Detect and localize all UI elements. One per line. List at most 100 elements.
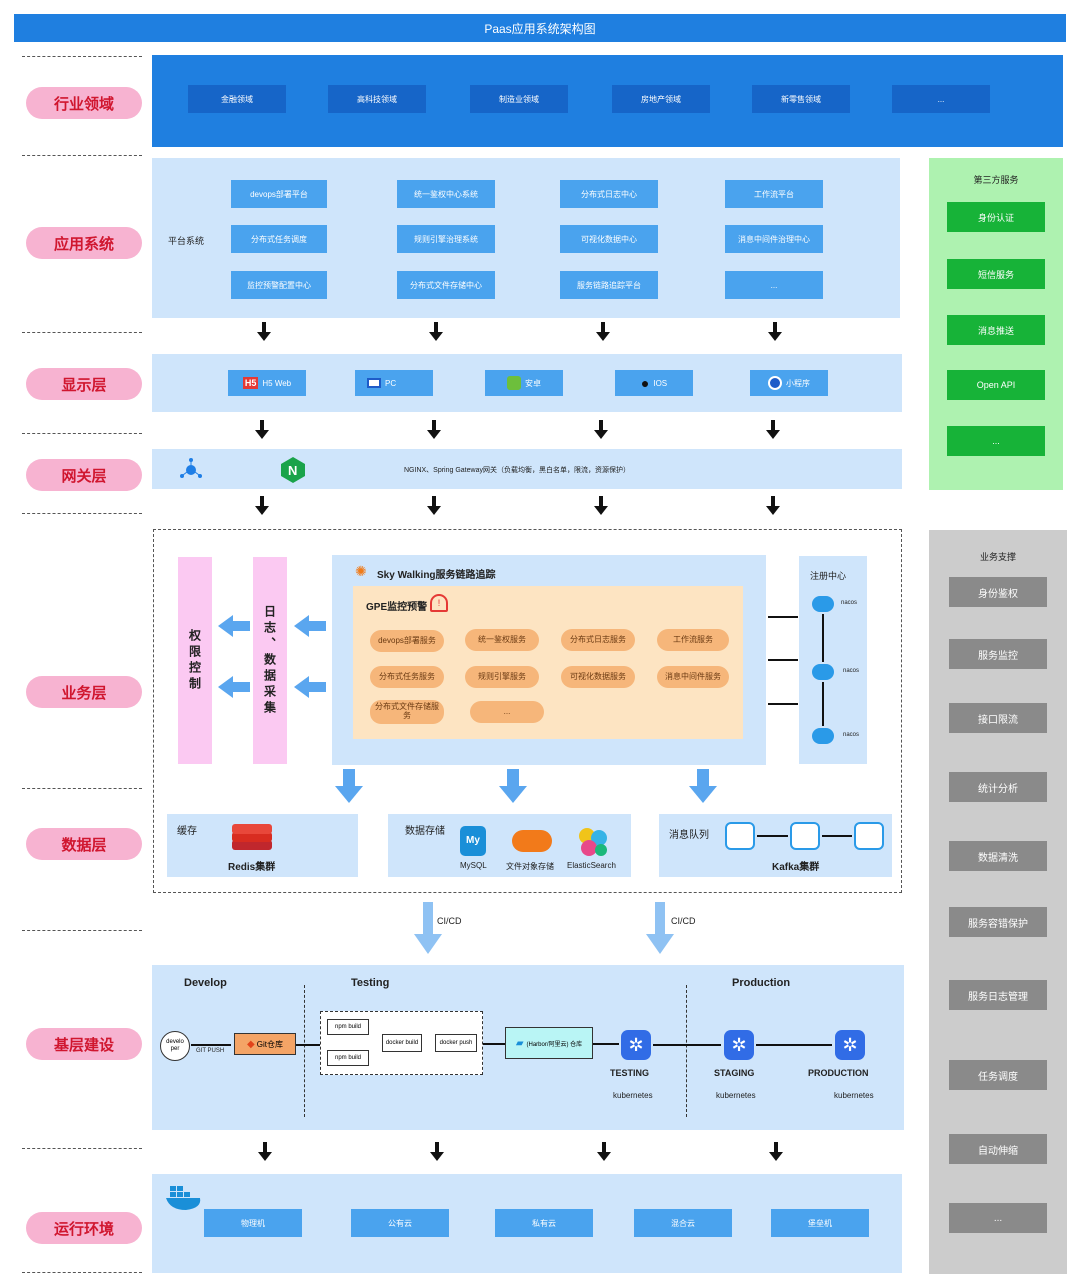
nginx-icon: N	[280, 456, 306, 484]
support-item[interactable]: 服务日志管理	[949, 980, 1047, 1010]
industry-item[interactable]: ...	[892, 85, 990, 113]
support-item[interactable]: 服务监控	[949, 639, 1047, 669]
arrow-down-icon	[766, 496, 780, 516]
app-item[interactable]: 分布式文件存储中心	[397, 271, 495, 299]
app-item[interactable]: 可视化数据中心	[560, 225, 658, 253]
industry-item[interactable]: 新零售领域	[752, 85, 850, 113]
kubernetes-icon: ✲	[621, 1030, 651, 1060]
support-item[interactable]: ...	[949, 1203, 1047, 1233]
support-item[interactable]: 身份鉴权	[949, 577, 1047, 607]
service-pill[interactable]: 统一鉴权服务	[465, 629, 539, 651]
separator	[22, 433, 142, 434]
arrow-down-icon	[255, 496, 269, 516]
third-party-item[interactable]: 短信服务	[947, 259, 1045, 289]
connector-line	[593, 1043, 619, 1045]
separator	[22, 930, 142, 931]
display-item-pc[interactable]: PC	[355, 370, 433, 396]
industry-item[interactable]: 制造业领域	[470, 85, 568, 113]
oss-cloud-icon	[512, 830, 552, 852]
industry-item[interactable]: 金融领域	[188, 85, 286, 113]
runtime-item[interactable]: 堡垒机	[771, 1209, 869, 1237]
runtime-item[interactable]: 私有云	[495, 1209, 593, 1237]
cicd-arrow-icon	[414, 902, 442, 954]
support-item[interactable]: 接口限流	[949, 703, 1047, 733]
support-item[interactable]: 自动伸缩	[949, 1134, 1047, 1164]
runtime-item[interactable]: 公有云	[351, 1209, 449, 1237]
service-pill[interactable]: 工作流服务	[657, 629, 729, 651]
industry-item[interactable]: 高科技领域	[328, 85, 426, 113]
arrow-down-icon	[257, 322, 271, 342]
pc-icon	[367, 378, 381, 388]
auth-control: 权限控制	[178, 557, 212, 764]
app-item[interactable]: 统一鉴权中心系统	[397, 180, 495, 208]
apple-icon: ●	[640, 375, 650, 391]
app-item[interactable]: 分布式日志中心	[560, 180, 658, 208]
display-item-android[interactable]: 安卓	[485, 370, 563, 396]
separator	[22, 155, 142, 156]
gateway-text: NGINX、Spring Gateway网关（负载均衡，黑白名单，限流，资源保护…	[404, 467, 630, 474]
service-pill[interactable]: 分布式文件存储服务	[370, 700, 444, 724]
business-data-container	[153, 529, 902, 893]
connector-line	[296, 1044, 320, 1046]
testing-title: Testing	[351, 977, 390, 989]
runtime-item[interactable]: 混合云	[634, 1209, 732, 1237]
display-item-h5[interactable]: H5 H5 Web	[228, 370, 306, 396]
connector-line	[191, 1044, 231, 1046]
service-pill[interactable]: 消息中间件服务	[657, 666, 729, 688]
app-item[interactable]: 分布式任务调度	[231, 225, 327, 253]
arrow-left-icon	[218, 676, 250, 698]
es-label: ElasticSearch	[567, 861, 616, 870]
mq-panel	[659, 814, 892, 877]
third-party-item[interactable]: 消息推送	[947, 315, 1045, 345]
display-item-ios[interactable]: ● IOS	[615, 370, 693, 396]
runtime-item[interactable]: 物理机	[204, 1209, 302, 1237]
layer-label-industry: 行业领域	[26, 87, 142, 119]
kafka-node-icon	[725, 822, 755, 850]
app-item[interactable]: devops部署平台	[231, 180, 327, 208]
third-party-item[interactable]: Open API	[947, 370, 1045, 400]
industry-item[interactable]: 房地产领域	[612, 85, 710, 113]
service-pill[interactable]: 分布式任务服务	[370, 666, 444, 688]
harbor-registry-node[interactable]: ▰ (Harbor/阿里云) 仓库	[505, 1027, 593, 1059]
service-pill[interactable]: ...	[470, 701, 544, 723]
separator	[22, 513, 142, 514]
nacos-label: nacos	[843, 668, 860, 674]
log-collection: 日志、数据采集	[253, 557, 287, 764]
app-item[interactable]: ...	[725, 271, 823, 299]
arrow-down-icon	[596, 322, 610, 342]
nacos-icon	[812, 664, 834, 680]
service-pill[interactable]: devops部署服务	[370, 630, 444, 652]
third-party-item[interactable]: ...	[947, 426, 1045, 456]
k8s-label: kubernetes	[834, 1091, 874, 1100]
git-repo-node[interactable]: ◆ Git仓库	[234, 1033, 296, 1055]
support-item[interactable]: 统计分析	[949, 772, 1047, 802]
display-item-miniprogram[interactable]: 小程序	[750, 370, 828, 396]
docker-whale-icon	[164, 1182, 204, 1212]
support-item[interactable]: 服务容错保护	[949, 907, 1047, 937]
arrow-down-icon	[768, 322, 782, 342]
support-item[interactable]: 数据清洗	[949, 841, 1047, 871]
app-item[interactable]: 规则引擎治理系统	[397, 225, 495, 253]
service-pill[interactable]: 规则引擎服务	[465, 666, 539, 688]
nacos-label: nacos	[841, 600, 858, 606]
kafka-node-icon	[790, 822, 820, 850]
app-item[interactable]: 服务链路追踪平台	[560, 271, 658, 299]
platform-label: 平台系统	[168, 236, 205, 246]
nacos-label: nacos	[843, 732, 860, 738]
arrow-down-icon	[594, 496, 608, 516]
connector-line	[653, 1044, 721, 1046]
cicd-arrow-icon	[646, 902, 674, 954]
third-party-item[interactable]: 身份认证	[947, 202, 1045, 232]
app-item[interactable]: 消息中间件治理中心	[725, 225, 823, 253]
support-item[interactable]: 任务调度	[949, 1060, 1047, 1090]
docker-icon: ▰	[515, 1037, 524, 1049]
service-pill[interactable]: 分布式日志服务	[561, 629, 635, 651]
gateway-panel	[152, 449, 902, 489]
separator	[22, 332, 142, 333]
app-item[interactable]: 工作流平台	[725, 180, 823, 208]
arrow-down-icon	[499, 769, 527, 803]
skywalking-icon: ✺	[355, 563, 367, 579]
page-title: Paas应用系统架构图	[14, 14, 1066, 42]
service-pill[interactable]: 可视化数据服务	[561, 666, 635, 688]
app-item[interactable]: 监控预警配置中心	[231, 271, 327, 299]
